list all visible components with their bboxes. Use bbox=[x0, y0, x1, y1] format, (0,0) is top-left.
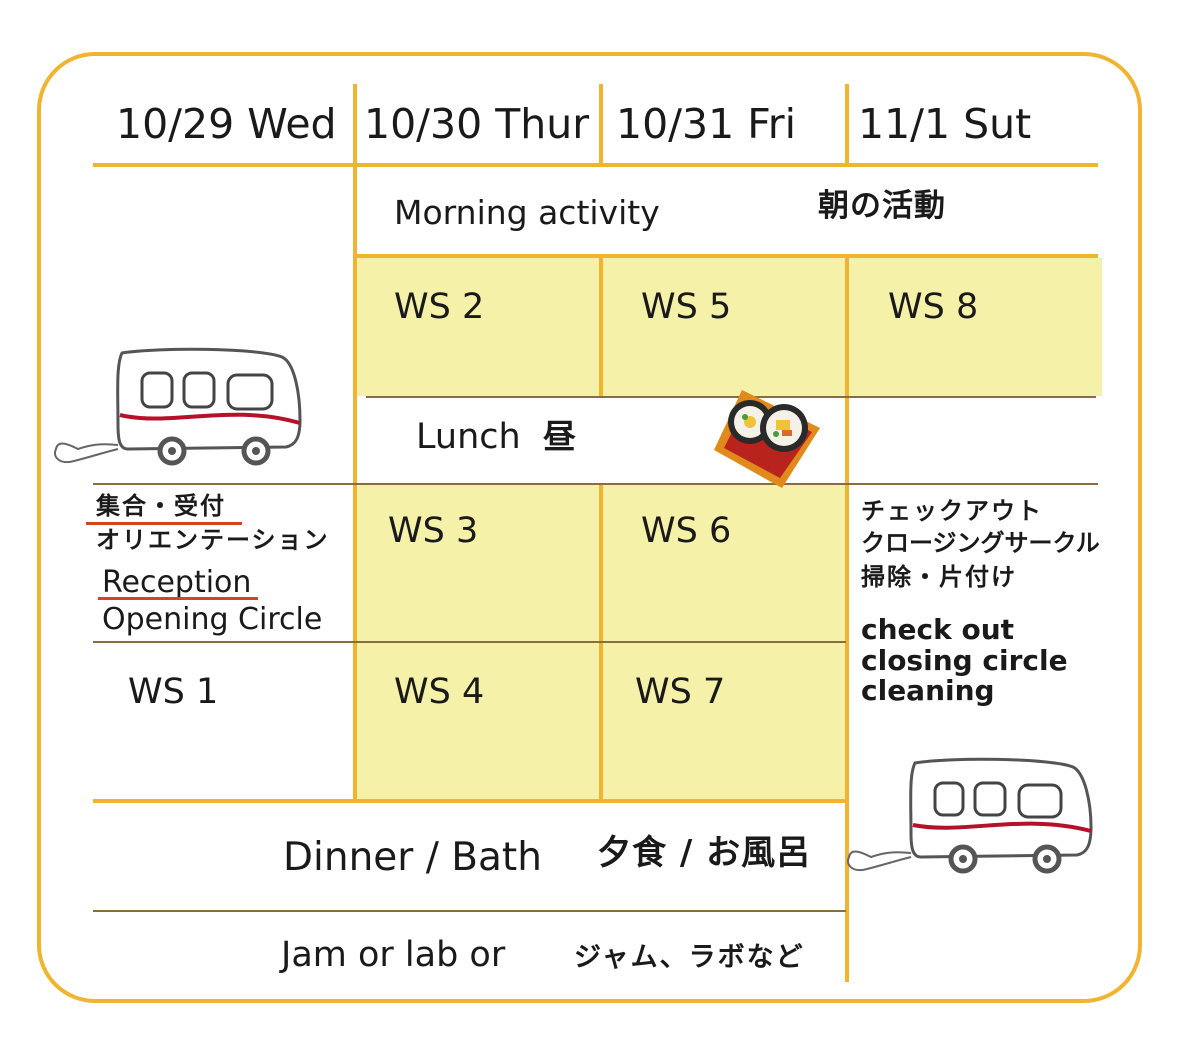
morning-activity-jp: 朝の活動 bbox=[818, 188, 946, 224]
day1-en-reception: Reception bbox=[102, 565, 252, 600]
day4-en-cleaning: cleaning bbox=[861, 674, 995, 707]
dinner-top-line bbox=[93, 799, 846, 803]
day1-jp-reception: 集合・受付 bbox=[96, 492, 226, 520]
ws8-label: WS 8 bbox=[888, 287, 979, 327]
ws5-label: WS 5 bbox=[641, 287, 732, 327]
jam-jp: ジャム、ラボなど bbox=[574, 942, 805, 973]
ws6-label: WS 6 bbox=[641, 511, 732, 551]
ws4-label: WS 4 bbox=[394, 672, 485, 712]
sushi-roll-icon bbox=[714, 390, 820, 488]
morning-activity-en: Morning activity bbox=[394, 193, 660, 232]
day4-jp-checkout: チェックアウト bbox=[861, 497, 1043, 525]
jam-en: Jam or lab or bbox=[281, 935, 506, 975]
day-header-2: 10/30 Thur bbox=[364, 100, 590, 148]
divider-col2 bbox=[599, 84, 603, 164]
jam-top-line bbox=[93, 910, 846, 912]
lunch-bottom-line bbox=[93, 483, 1098, 485]
header-divider bbox=[93, 163, 1098, 167]
divider-col2-lower bbox=[599, 258, 603, 396]
lunch-jp: 昼 bbox=[543, 417, 577, 456]
day1-en-opening: Opening Circle bbox=[102, 602, 323, 637]
bus-icon bbox=[847, 757, 1093, 874]
day4-jp-cleaning: 掃除・片付け bbox=[861, 563, 1017, 591]
ws2-cell bbox=[357, 258, 1102, 396]
underline-jp-reception bbox=[86, 522, 242, 525]
day4-jp-closing: クロージングサークル bbox=[861, 529, 1100, 557]
divider-col3 bbox=[845, 84, 849, 164]
underline-en-reception bbox=[98, 597, 258, 600]
ws2-label: WS 2 bbox=[394, 287, 485, 327]
divider-col1 bbox=[353, 84, 357, 802]
day1-jp-orientation: オリエンテーション bbox=[96, 526, 330, 554]
day-header-3: 10/31 Fri bbox=[616, 100, 797, 148]
ws3-label: WS 3 bbox=[388, 511, 479, 551]
dinner-jp: 夕食 / お風呂 bbox=[597, 833, 812, 873]
lunch-top-line bbox=[366, 396, 1096, 398]
ws1-label: WS 1 bbox=[128, 672, 219, 712]
lunch-en: Lunch bbox=[416, 417, 521, 457]
divider-col2-bottom bbox=[599, 484, 603, 802]
dinner-en: Dinner / Bath bbox=[283, 835, 542, 880]
morning-divider bbox=[357, 254, 1098, 258]
schedule-frame bbox=[37, 52, 1142, 1003]
bus-icon bbox=[54, 347, 302, 466]
day4-en-checkout: check out bbox=[861, 613, 1015, 646]
ws7-label: WS 7 bbox=[635, 672, 726, 712]
day-header-1: 10/29 Wed bbox=[116, 100, 337, 148]
ws3-bottom-line bbox=[93, 641, 846, 643]
day4-en-closing: closing circle bbox=[861, 644, 1068, 677]
day-header-4: 11/1 Sut bbox=[858, 100, 1032, 148]
divider-col3-lower bbox=[845, 258, 849, 982]
